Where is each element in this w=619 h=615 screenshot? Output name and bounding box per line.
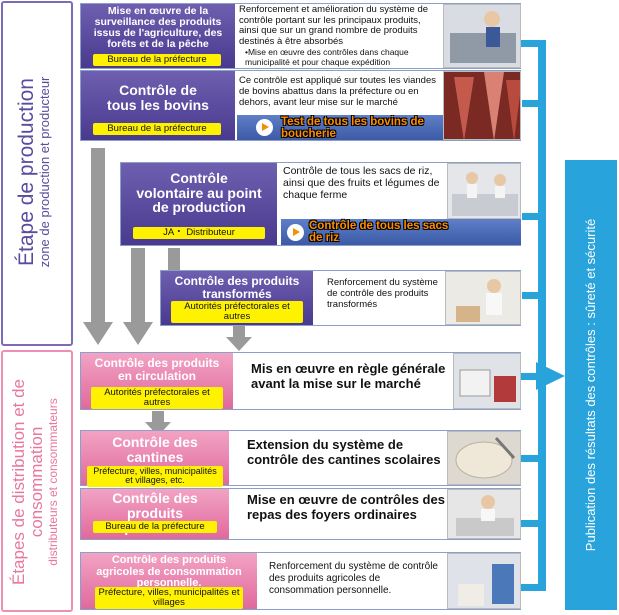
cantines-tag: Préfecture, villes, municipalités et vil… bbox=[87, 466, 223, 487]
personnelle-title: Contrôle des produits agricoles de conso… bbox=[96, 554, 242, 590]
quotidiens-block: Contrôle des produits quotidiens Bureau … bbox=[81, 489, 229, 539]
transformes-photo bbox=[445, 271, 521, 325]
cantines-block: Contrôle des cantines scolaires Préfectu… bbox=[81, 431, 229, 487]
publication-bar: Publication des résultats des contrôles … bbox=[565, 160, 617, 610]
transformes-title: Contrôle des produits transformés bbox=[174, 274, 300, 301]
cantines-desc: Extension du système de contrôle des can… bbox=[247, 437, 441, 467]
circulation-tag: Autorités préfectorales et autres bbox=[91, 387, 223, 409]
surveillance-photo bbox=[443, 4, 521, 68]
production-stage-frame bbox=[1, 1, 73, 346]
surveillance-title: Mise en œuvre de la surveillance des pro… bbox=[93, 5, 223, 51]
circulation-desc: Mis en œuvre en règle générale avant la … bbox=[251, 361, 446, 391]
distribution-stage-frame bbox=[1, 350, 73, 612]
circulation-block: Contrôle des produits en circulation Aut… bbox=[81, 353, 233, 409]
row-quotidiens: Contrôle des produits quotidiens Bureau … bbox=[80, 488, 521, 540]
row-bovins: Contrôle de tous les bovins Bureau de la… bbox=[80, 70, 521, 141]
surveillance-block: Mise en œuvre de la surveillance des pro… bbox=[81, 4, 235, 68]
volontaire-desc: Contrôle de tous les sacs de riz, ainsi … bbox=[283, 165, 440, 201]
surveillance-bullet: •Mise en œuvre des contrôles dans chaque… bbox=[245, 47, 409, 67]
circulation-photo bbox=[453, 353, 521, 409]
row-personnelle: Contrôle des produits agricoles de conso… bbox=[80, 552, 521, 610]
quotidiens-photo bbox=[447, 489, 521, 539]
personnelle-photo bbox=[447, 553, 521, 609]
surveillance-tag: Bureau de la préfecture bbox=[93, 54, 221, 66]
row-circulation: Contrôle des produits en circulation Aut… bbox=[80, 352, 521, 410]
quotidiens-tag: Bureau de la préfecture bbox=[93, 521, 217, 533]
personnelle-desc: Renforcement du système de contrôle des … bbox=[269, 561, 438, 596]
bovins-photo bbox=[443, 71, 521, 140]
cantines-photo bbox=[447, 431, 521, 485]
volontaire-block: Contrôle volontaire au point de producti… bbox=[121, 163, 277, 245]
row-volontaire: Contrôle volontaire au point de producti… bbox=[120, 162, 521, 246]
bovins-desc: Ce contrôle est appliqué sur toutes les … bbox=[239, 75, 436, 108]
bovins-block: Contrôle de tous les bovins Bureau de la… bbox=[81, 71, 235, 140]
volontaire-banner: Contrôle de tous les sacs de riz bbox=[281, 219, 521, 245]
personnelle-tag: Préfecture, villes, municipalités et vil… bbox=[95, 587, 243, 609]
play-icon bbox=[256, 119, 273, 136]
surveillance-desc: Renforcement et amélioration du système … bbox=[239, 4, 429, 47]
bovins-banner-text: Test de tous les bovins de boucherie bbox=[281, 116, 424, 141]
transformes-tag: Autorités préfectorales et autres bbox=[171, 301, 303, 323]
transformes-desc: Renforcement du système de contrôle des … bbox=[327, 277, 438, 310]
transformes-block: Contrôle des produits transformés Autori… bbox=[161, 271, 313, 325]
row-surveillance: Mise en œuvre de la surveillance des pro… bbox=[80, 3, 521, 69]
row-transformes: Contrôle des produits transformés Autori… bbox=[160, 270, 521, 326]
circulation-title: Contrôle des produits en circulation bbox=[94, 356, 220, 383]
personnelle-block: Contrôle des produits agricoles de conso… bbox=[81, 553, 257, 609]
volontaire-title: Contrôle volontaire au point de producti… bbox=[136, 170, 262, 216]
publication-text: Publication des résultats des contrôles … bbox=[583, 218, 598, 552]
bovins-banner: Test de tous les bovins de boucherie bbox=[237, 115, 443, 140]
play-icon bbox=[287, 224, 304, 241]
bovins-title: Contrôle de tous les bovins bbox=[107, 82, 209, 113]
quotidiens-desc: Mise en œuvre de contrôles des repas des… bbox=[247, 492, 445, 522]
volontaire-photo bbox=[447, 163, 521, 219]
bovins-tag: Bureau de la préfecture bbox=[93, 123, 221, 135]
volontaire-banner-text: Contrôle de tous les sacs de riz bbox=[309, 220, 449, 245]
volontaire-tag: JA・ Distributeur bbox=[133, 227, 265, 239]
row-cantines: Contrôle des cantines scolaires Préfectu… bbox=[80, 430, 521, 487]
